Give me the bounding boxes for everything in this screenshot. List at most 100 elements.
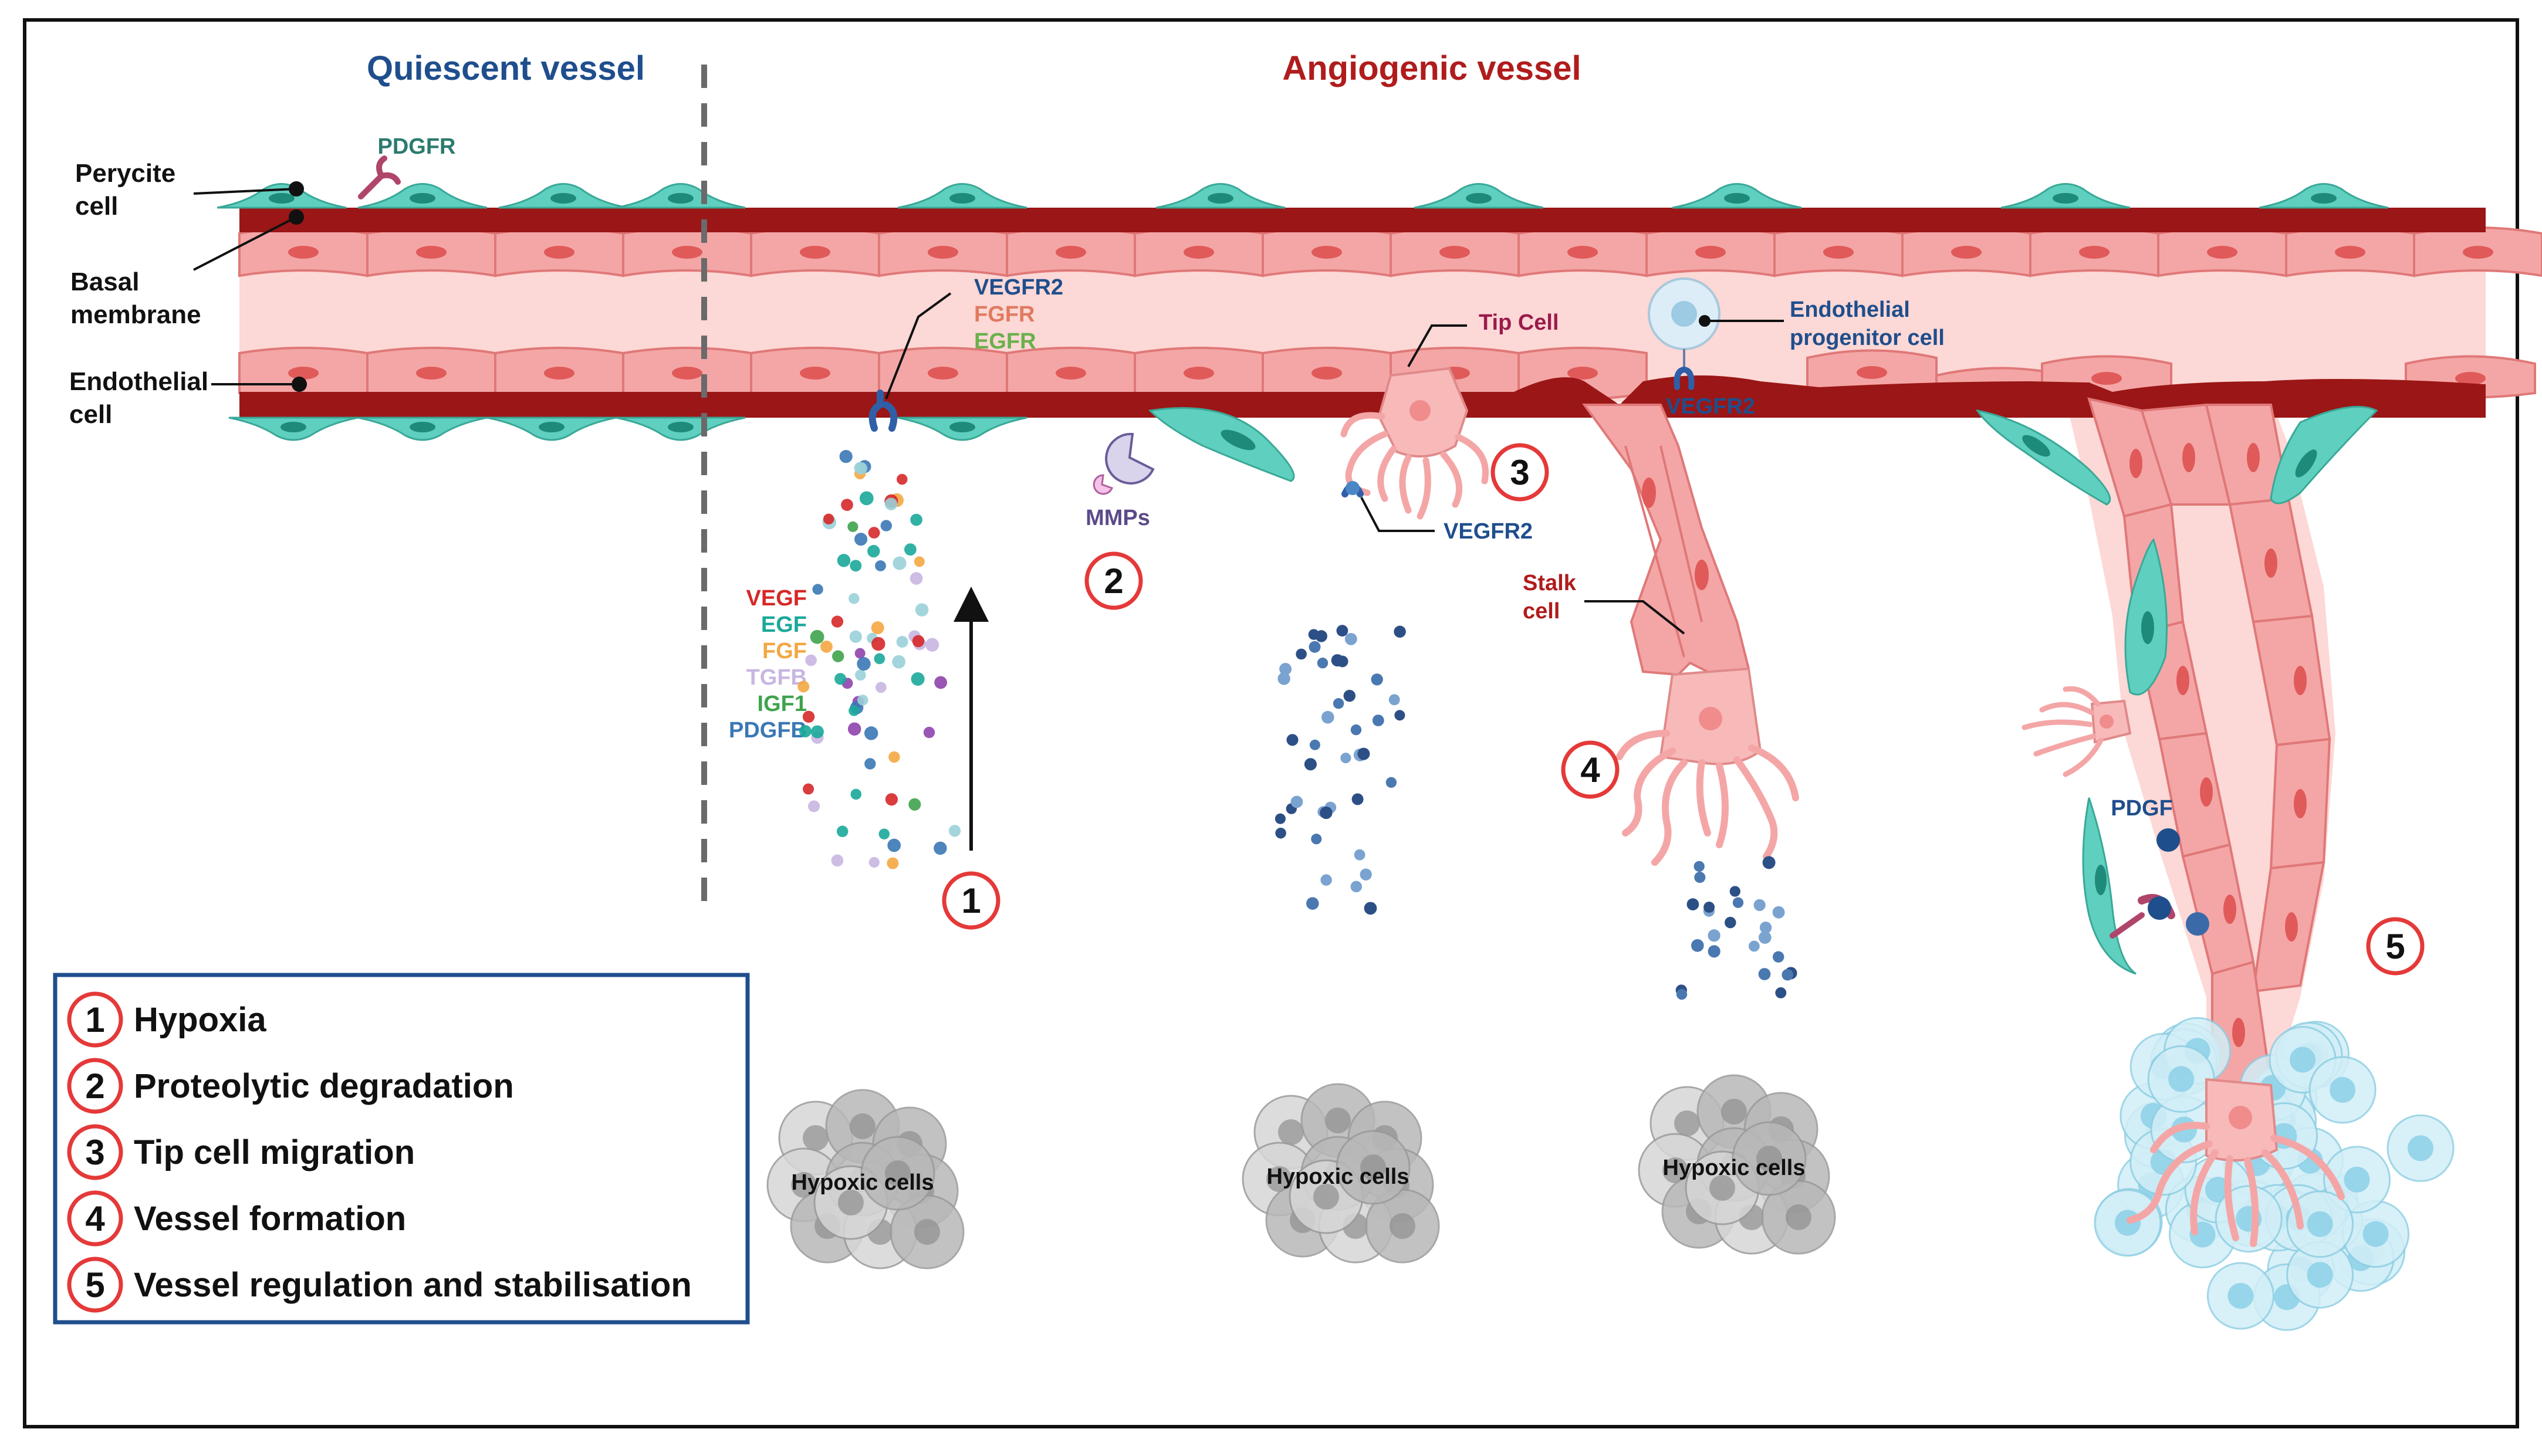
vegfr2-tip-pointer — [1360, 497, 1435, 532]
pericyte-nucleus — [1466, 193, 1492, 204]
signal-dot — [1354, 849, 1365, 861]
growth-factor-dot — [912, 635, 925, 648]
tip-cell-4 — [1616, 667, 1799, 866]
signal-dot — [1311, 834, 1322, 845]
growth-factor-dot — [923, 726, 935, 739]
tissue-nucleus — [2227, 1283, 2254, 1309]
step-marker-3: 3 — [1490, 443, 1549, 502]
growth-factor-dot — [836, 825, 849, 838]
signal-molecules-center — [1275, 625, 1406, 915]
signal-molecules-sprout — [1675, 856, 1797, 1000]
signal-dot — [1279, 663, 1292, 675]
signal-dot — [1772, 951, 1784, 963]
growth-factor-dot — [808, 800, 820, 812]
signal-dot — [1372, 715, 1384, 727]
endothelial-nucleus — [2335, 246, 2365, 259]
signal-dot — [1394, 710, 1405, 721]
pericyte-nucleus — [949, 422, 975, 432]
signal-dot — [1775, 987, 1787, 998]
sprout-endothelial-nucleus — [2247, 443, 2260, 472]
growth-factor-label-pdgfb: PDGFB — [729, 718, 807, 743]
signal-dot — [1708, 929, 1720, 942]
migrating-pericyte-nucleus — [1221, 429, 1256, 451]
endothelial-nucleus — [928, 246, 958, 259]
angiogenic-vessel-title: Angiogenic vessel — [1282, 49, 1581, 87]
signal-dot — [1725, 916, 1736, 929]
legend-step-ring — [67, 1124, 123, 1180]
endothelial-nucleus — [544, 246, 574, 259]
tip-cell-label: Tip Cell — [1479, 310, 1559, 335]
legend-step-number: 5 — [85, 1265, 104, 1305]
basal-membrane-bottom — [239, 375, 2486, 418]
legend-text: Vessel regulation and stabilisation — [134, 1266, 692, 1304]
bottom-tip-nucleus — [2229, 1106, 2252, 1129]
growth-factor-dot — [812, 584, 823, 595]
growth-factor-dot — [837, 554, 851, 567]
growth-factor-dot — [797, 680, 810, 693]
growth-factor-dot — [910, 513, 922, 526]
pericyte-nucleus — [2053, 193, 2078, 204]
growth-factor-dot — [896, 635, 908, 648]
endothelial-nucleus — [1184, 246, 1214, 259]
endothelial-nucleus — [800, 246, 830, 259]
hypoxic-nucleus — [838, 1190, 864, 1215]
pericyte-pointer — [193, 188, 297, 195]
pericyte-cells — [217, 183, 2389, 441]
side-tip-filopodia — [2022, 686, 2104, 777]
growth-factor-dot — [847, 521, 858, 532]
pericyte-nucleus — [550, 193, 576, 204]
signal-dot — [1371, 673, 1383, 686]
growth-factor-label-igf1: IGF1 — [758, 692, 807, 716]
growth-factor-dot — [887, 838, 901, 852]
hypoxic-cell-cluster: Hypoxic cells — [1638, 1074, 1836, 1255]
growth-factor-dot — [888, 751, 900, 763]
stalk-pointer — [1584, 600, 1685, 635]
signal-dot — [1306, 897, 1319, 910]
growth-factor-dot — [871, 621, 884, 635]
growth-factor-dot — [849, 593, 860, 604]
receptor-label-egfr: EGFR — [974, 329, 1036, 354]
signal-dot — [1762, 856, 1776, 869]
growth-factor-dot — [854, 533, 868, 546]
signal-dot — [1753, 899, 1766, 912]
legend-text: Hypoxia — [134, 1001, 266, 1039]
growth-factor-dot — [799, 725, 812, 737]
growth-factor-label-tgfb: TGFB — [746, 665, 807, 690]
signal-dot — [1304, 758, 1317, 771]
pericyte-nucleus — [949, 193, 975, 204]
growth-factor-dot — [850, 788, 862, 800]
mmps-label: MMPs — [1086, 506, 1150, 530]
legend-box — [53, 973, 750, 1325]
growth-factor-dot — [802, 710, 815, 723]
migrating-pericyte — [1148, 407, 1295, 482]
growth-factor-dot — [831, 615, 844, 628]
endothelial-progenitor-cell — [1648, 277, 1720, 390]
signal-dot — [1394, 625, 1406, 638]
sprout-endothelial-nucleus — [2294, 666, 2307, 695]
signal-dot — [1309, 739, 1320, 750]
pericyte-nucleus — [539, 422, 564, 432]
receptor-label-vegfr2: VEGFR2 — [974, 275, 1063, 300]
epc-receptor — [1674, 366, 1695, 390]
endothelial-nucleus — [416, 367, 447, 380]
basal-pointer — [193, 216, 297, 271]
pericyte-nucleus — [410, 193, 435, 204]
hypoxic-nucleus — [1266, 1166, 1292, 1192]
growth-factor-dot — [854, 462, 866, 474]
growth-factor-dot — [914, 556, 925, 567]
endothelial-nucleus — [1951, 246, 1982, 259]
growth-factor-dot — [834, 673, 847, 685]
pdgfr-label: PDGFR — [378, 134, 456, 159]
sprout-pericyte-nuclei — [2022, 435, 2317, 895]
hypoxic-nucleus — [1662, 1157, 1688, 1183]
sprout-endothelial-nucleus — [2294, 789, 2307, 818]
signal-dot — [1676, 988, 1688, 1000]
step-ring — [942, 871, 1000, 930]
pericyte-nucleus — [668, 193, 694, 204]
